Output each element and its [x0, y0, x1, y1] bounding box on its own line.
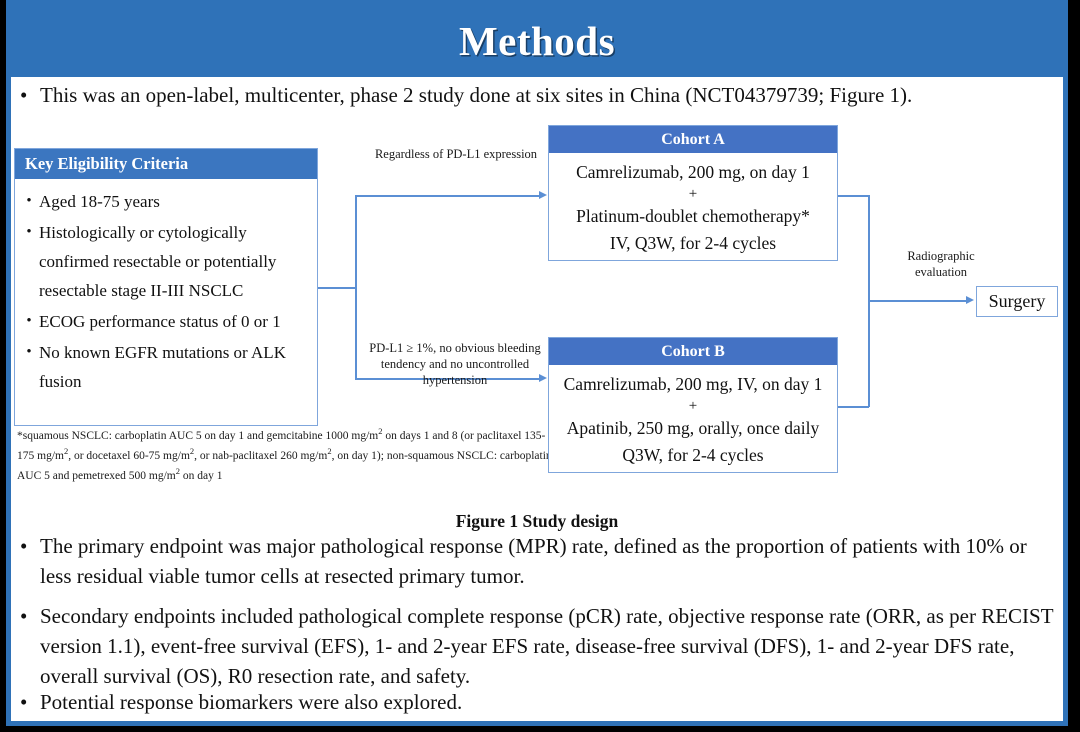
bullet-biomarkers-text: Potential response biomarkers were also …: [40, 690, 463, 714]
bullet-biomarkers: • Potential response biomarkers were als…: [14, 687, 1054, 717]
bullet-primary-endpoint: • The primary endpoint was major patholo…: [14, 531, 1054, 591]
bullet-marker: •: [20, 690, 28, 714]
footnote-sup-3: 2: [189, 445, 195, 456]
cohort-a-line-2: Platinum-doublet chemotherapy*: [576, 206, 810, 226]
list-item-label: ECOG performance status of 0 or 1: [39, 312, 281, 331]
footnote-seg-4: , or nab-paclitaxel 260 mg/m: [194, 449, 328, 462]
lead-bullet: • This was an open-label, multicenter, p…: [14, 80, 1054, 110]
cohort-a-line-1: Camrelizumab, 200 mg, on day 1: [576, 162, 810, 182]
bullet-secondary-endpoints-text: Secondary endpoints included pathologica…: [40, 604, 1054, 688]
footnote-seg-5: , on day 1); non-squamous NSCLC: carbopl…: [17, 449, 552, 482]
footnote-seg-3: , or docetaxel 60-75 mg/m: [68, 449, 190, 462]
cohort-a-line-3: IV, Q3W, for 2-4 cycles: [609, 233, 777, 253]
connector-to-surgery: [868, 300, 967, 302]
connector-label-pdl1-criteria: PD-L1 ≥ 1%, no obvious bleeding tendency…: [369, 341, 541, 387]
cohort-b-body: Camrelizumab, 200 mg, IV, on day 1 + Apa…: [549, 365, 837, 475]
footnote-sup-4: 2: [327, 445, 332, 456]
lead-bullet-text: This was an open-label, multicenter, pha…: [40, 83, 913, 107]
arrowhead-to-cohort-a-icon: [539, 191, 547, 199]
cohort-a-body: Camrelizumab, 200 mg, on day 1 + Platinu…: [549, 153, 837, 263]
page-title: Methods: [458, 18, 616, 64]
footnote-seg-2: on days 1 and 8 (or paclitaxel 135-175 m…: [17, 429, 546, 462]
bullet-primary-endpoint-text: The primary endpoint was major pathologi…: [40, 534, 1027, 588]
bullet-marker: •: [26, 193, 32, 209]
list-item: • ECOG performance status of 0 or 1: [19, 307, 311, 336]
surgery-box: Surgery: [976, 286, 1058, 317]
connector-from-cohort-a: [838, 195, 869, 197]
list-item: • No known EGFR mutations or ALK fusion: [19, 338, 311, 396]
study-design-figure: Key Eligibility Criteria • Aged 18-75 ye…: [11, 118, 1063, 508]
list-item-label: No known EGFR mutations or ALK fusion: [39, 343, 286, 391]
connector-branch-to-cohort-a: [355, 195, 540, 197]
cohort-b-line-2: Apatinib, 250 mg, orally, once daily: [566, 418, 820, 438]
connector-stem-from-eligibility: [318, 287, 356, 289]
connector-branch-to-cohort-b: [355, 378, 540, 380]
surgery-label: Surgery: [988, 291, 1046, 311]
bullet-marker: •: [26, 224, 32, 240]
figure-caption: Figure 1 Study design: [455, 511, 619, 531]
bullet-marker: •: [20, 83, 28, 107]
list-item-label: Histologically or cytologically confirme…: [39, 223, 277, 300]
list-item: • Aged 18-75 years: [19, 187, 311, 216]
eligibility-header: Key Eligibility Criteria: [15, 149, 317, 179]
connector-from-cohort-b: [838, 406, 869, 408]
footnote-sup-1: 2: [378, 426, 383, 436]
eligibility-criteria-box: Key Eligibility Criteria • Aged 18-75 ye…: [14, 148, 318, 426]
list-item-label: Aged 18-75 years: [39, 192, 160, 211]
arrowhead-to-surgery-icon: [966, 296, 974, 304]
cohort-b-line-1: Camrelizumab, 200 mg, IV, on day 1: [563, 374, 823, 394]
cohort-b-line-3: Q3W, for 2-4 cycles: [622, 445, 764, 465]
connector-split-vertical: [355, 196, 357, 379]
cohort-b-box: Cohort B Camrelizumab, 200 mg, IV, on da…: [548, 337, 838, 473]
footnote-seg-6: on day 1: [179, 469, 223, 482]
footnote-seg-1: *squamous NSCLC: carboplatin AUC 5 on da…: [17, 429, 379, 442]
footnote-sup-5: 2: [175, 465, 180, 476]
bullet-marker: •: [26, 313, 32, 329]
slide-title-band: Methods: [11, 5, 1063, 77]
bullet-marker: •: [20, 604, 28, 628]
connector-label-radiographic-evaluation: Radiographic evaluation: [907, 249, 975, 279]
eligibility-list: • Aged 18-75 years • Histologically or c…: [15, 179, 317, 396]
bullet-marker: •: [20, 534, 28, 558]
cohort-a-header: Cohort A: [549, 126, 837, 153]
connector-label-regardless-pdl1: Regardless of PD-L1 expression: [374, 147, 538, 161]
figure-footnote: *squamous NSCLC: carboplatin AUC 5 on da…: [17, 424, 553, 483]
cohort-a-box: Cohort A Camrelizumab, 200 mg, on day 1 …: [548, 125, 838, 261]
cohort-b-header: Cohort B: [549, 338, 837, 365]
bullet-secondary-endpoints: • Secondary endpoints included pathologi…: [14, 601, 1054, 691]
bullet-marker: •: [26, 344, 32, 360]
list-item: • Histologically or cytologically confir…: [19, 218, 311, 305]
cohort-a-plus: +: [688, 186, 698, 202]
footnote-sup-2: 2: [63, 445, 69, 456]
cohort-b-plus: +: [688, 398, 698, 414]
arrowhead-to-cohort-b-icon: [539, 374, 547, 382]
